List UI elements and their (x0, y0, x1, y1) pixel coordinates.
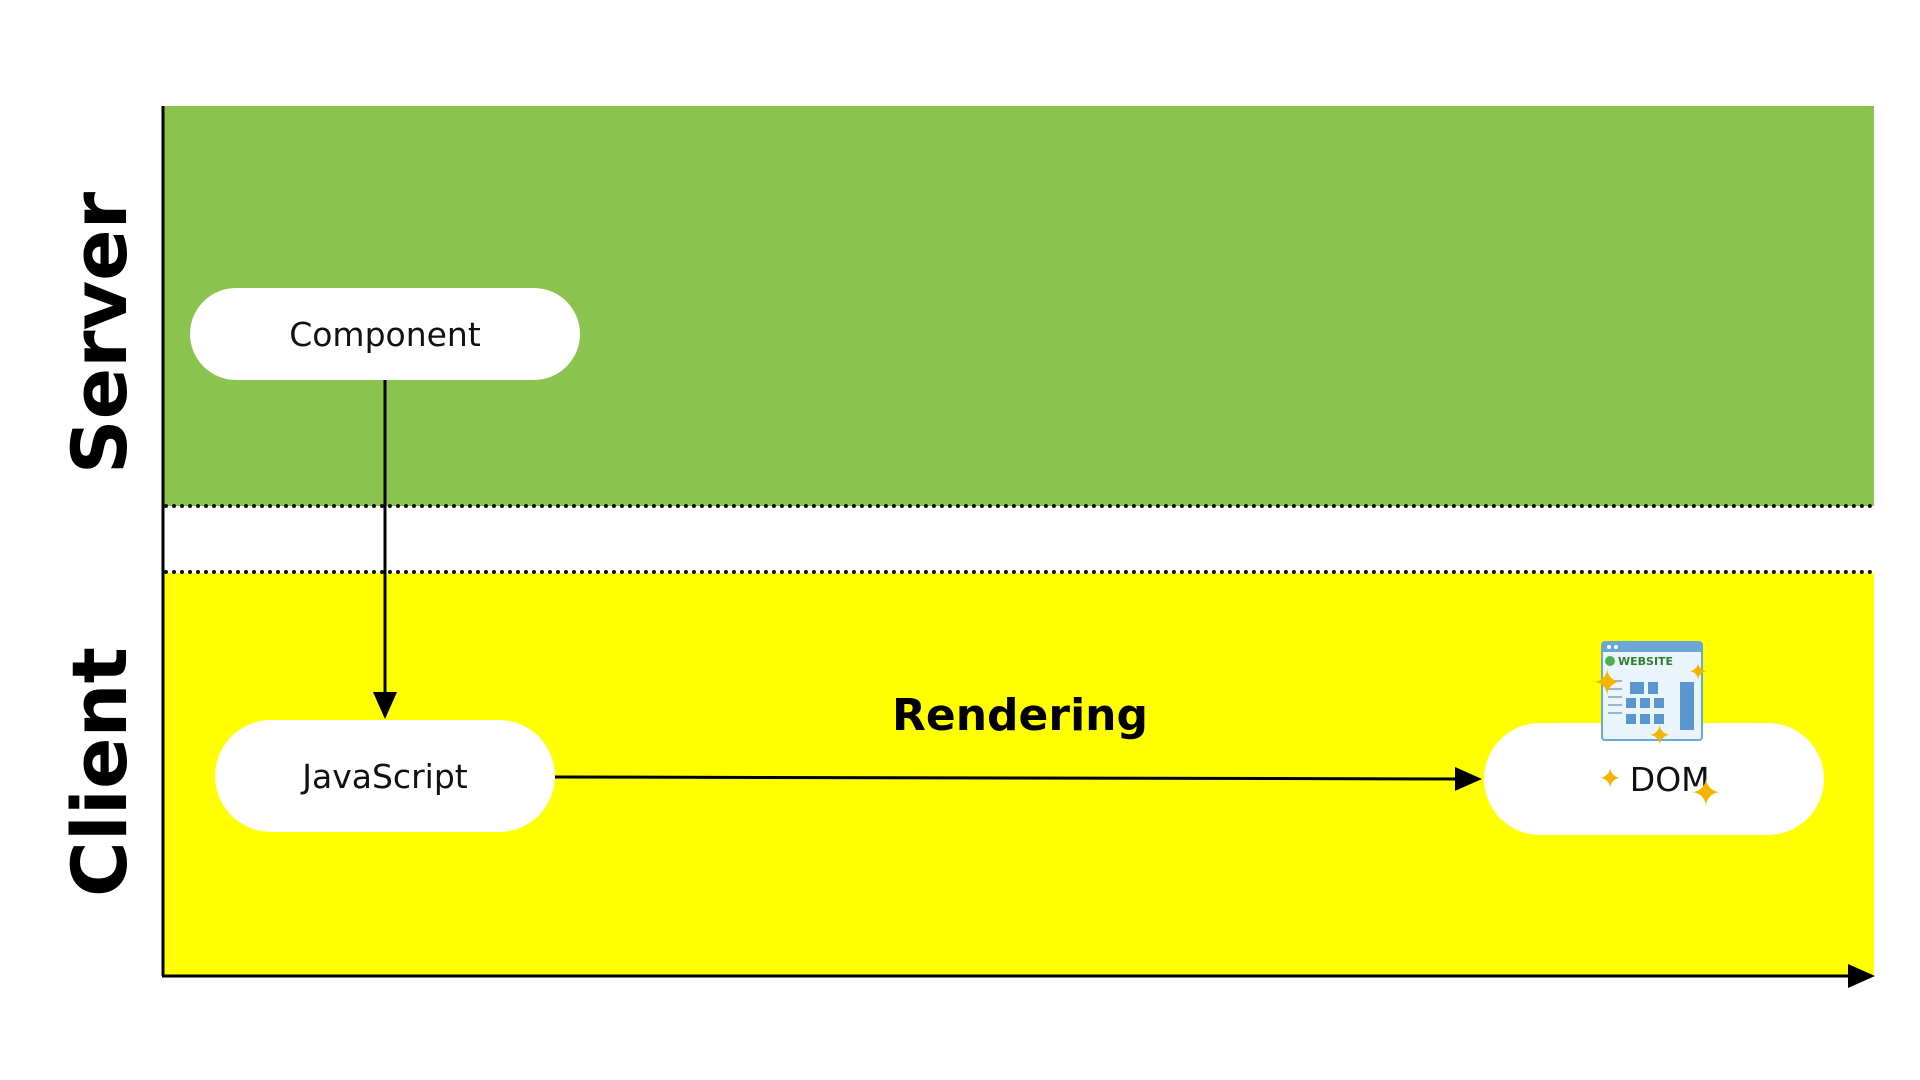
sparkle-icon: ✦ (1688, 658, 1709, 686)
component-node-label: Component (289, 314, 481, 354)
server-lane-label: Server (55, 191, 144, 475)
client-lane-boundary (164, 570, 1874, 574)
sparkle-icon: ✦ (1690, 771, 1722, 815)
sparkle-icon: ✦ (1648, 719, 1672, 752)
dom-node-label: DOM (1629, 759, 1710, 799)
component-node: Component (190, 288, 580, 380)
dom-node: ✦ DOM (1484, 723, 1824, 835)
server-lane-boundary (164, 504, 1874, 508)
dom-label-wrap: ✦ DOM (1598, 760, 1709, 799)
javascript-node-label: JavaScript (302, 756, 468, 796)
rendering-label: Rendering (892, 690, 1148, 741)
sparkle-icon: ✦ (1592, 663, 1623, 704)
client-lane-label: Client (55, 647, 144, 897)
javascript-node: JavaScript (215, 720, 555, 832)
sparkle-icon: ✦ (1598, 762, 1622, 795)
website-icon: WEBSITE (1601, 641, 1703, 741)
website-icon-label: WEBSITE (1618, 655, 1673, 668)
